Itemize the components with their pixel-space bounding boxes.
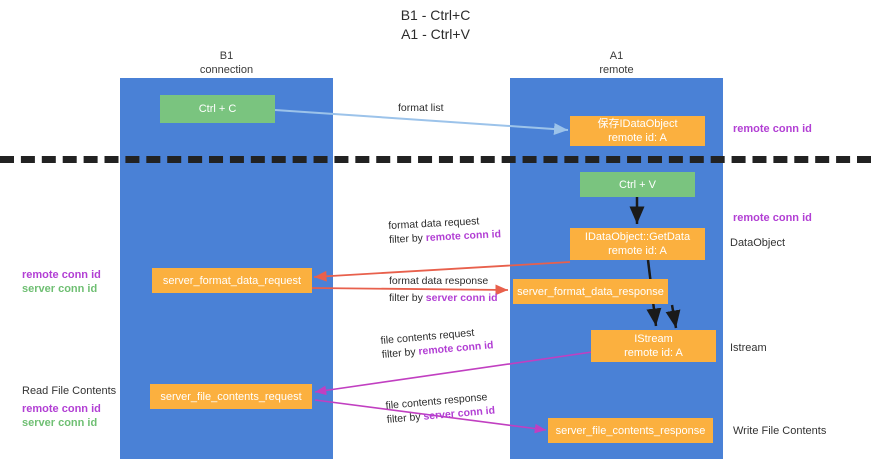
- node-ctrl-v[interactable]: Ctrl + V: [580, 172, 695, 197]
- node-istream-label: IStream: [634, 333, 673, 345]
- node-server-format-data-response-label: server_format_data_response: [517, 285, 664, 298]
- edge-label-format-data-response-line1: format data response: [389, 275, 489, 287]
- annotation-right-write-text: Write File Contents: [733, 425, 827, 437]
- node-save-dataobject-label: 保存IDataObject: [597, 118, 678, 130]
- node-server-file-contents-request-label: server_file_contents_request: [160, 390, 302, 403]
- node-server-file-contents-response-label: server_file_contents_response: [555, 424, 706, 437]
- column-a1-name: A1: [609, 50, 624, 62]
- node-server-format-data-request-label: server_format_data_request: [162, 274, 302, 287]
- node-getdata-label: IDataObject::GetData: [584, 231, 691, 243]
- node-server-format-data-request[interactable]: server_format_data_request: [152, 268, 312, 293]
- node-getdata-remote-id: remote id: A: [608, 245, 667, 257]
- column-b1-name: B1: [219, 50, 234, 62]
- node-server-file-contents-request[interactable]: server_file_contents_request: [150, 384, 312, 409]
- node-istream[interactable]: IStream remote id: A: [591, 330, 716, 362]
- node-ctrl-c-label: Ctrl + C: [198, 103, 237, 115]
- title-line-2: A1 - Ctrl+V: [401, 26, 470, 42]
- annotation-left-mid-2: server conn id: [22, 283, 98, 295]
- edge-label-format-data-request: format data request filter by remote con…: [388, 213, 501, 247]
- edge-label-format-list: format list: [398, 101, 444, 115]
- annotation-right-getdata-text: remote conn id: [733, 212, 812, 224]
- node-idataobject-getdata[interactable]: IDataObject::GetData remote id: A: [570, 228, 705, 260]
- diagram-title: B1 - Ctrl+C A1 - Ctrl+V: [0, 6, 871, 44]
- node-save-dataobject-remote-id: remote id: A: [608, 132, 667, 144]
- edge-label-format-data-response-prefix: filter by: [389, 292, 426, 304]
- section-divider: [0, 156, 871, 163]
- edge-label-format-data-response-filter: server conn id: [425, 292, 498, 304]
- annotation-right-dataobject: DataObject: [730, 236, 785, 250]
- annotation-right-getdata: remote conn id: [733, 211, 812, 225]
- annotation-right-top: remote conn id: [733, 122, 812, 136]
- node-save-dataobject[interactable]: 保存IDataObject remote id: A: [570, 116, 705, 146]
- edge-label-file-contents-request: file contents request filter by remote c…: [380, 324, 494, 362]
- edge-label-format-data-response: format data response filter by server co…: [389, 274, 498, 305]
- column-b1-sub: connection: [199, 64, 254, 76]
- edge-label-file-contents-response: file contents response filter by server …: [385, 390, 496, 427]
- annotation-right-dataobject-text: DataObject: [730, 237, 786, 249]
- edge-label-format-list-text: format list: [398, 102, 444, 114]
- annotation-left-read-file-contents: Read File Contents: [22, 384, 116, 398]
- annotation-right-istream: Istream: [730, 341, 767, 355]
- column-header-b1: B1 connection: [120, 49, 333, 77]
- edge-label-format-data-request-filter: remote conn id: [425, 228, 502, 245]
- column-header-a1: A1 remote: [510, 49, 723, 77]
- annotation-left-lower: remote conn id server conn id: [22, 402, 101, 430]
- annotation-right-istream-text: Istream: [730, 342, 767, 354]
- annotation-right-top-text: remote conn id: [733, 123, 812, 135]
- node-ctrl-c[interactable]: Ctrl + C: [160, 95, 275, 123]
- annotation-left-low-2: server conn id: [22, 417, 98, 429]
- edge-label-file-contents-request-prefix: filter by: [381, 345, 419, 361]
- node-ctrl-v-label: Ctrl + V: [619, 178, 656, 191]
- annotation-left-mid-1: remote conn id: [22, 269, 101, 281]
- edge-label-format-data-request-prefix: filter by: [388, 232, 427, 246]
- column-a1-sub: remote: [599, 64, 634, 76]
- annotation-left-middle: remote conn id server conn id: [22, 268, 101, 296]
- annotation-left-read-text: Read File Contents: [22, 385, 117, 397]
- title-line-1: B1 - Ctrl+C: [400, 7, 471, 23]
- node-server-file-contents-response[interactable]: server_file_contents_response: [548, 418, 713, 443]
- node-istream-remote-id: remote id: A: [624, 347, 683, 359]
- edge-label-file-contents-response-prefix: filter by: [386, 410, 424, 426]
- node-server-format-data-response[interactable]: server_format_data_response: [513, 279, 668, 304]
- annotation-right-write-file-contents: Write File Contents: [733, 424, 826, 438]
- annotation-left-low-1: remote conn id: [22, 403, 101, 415]
